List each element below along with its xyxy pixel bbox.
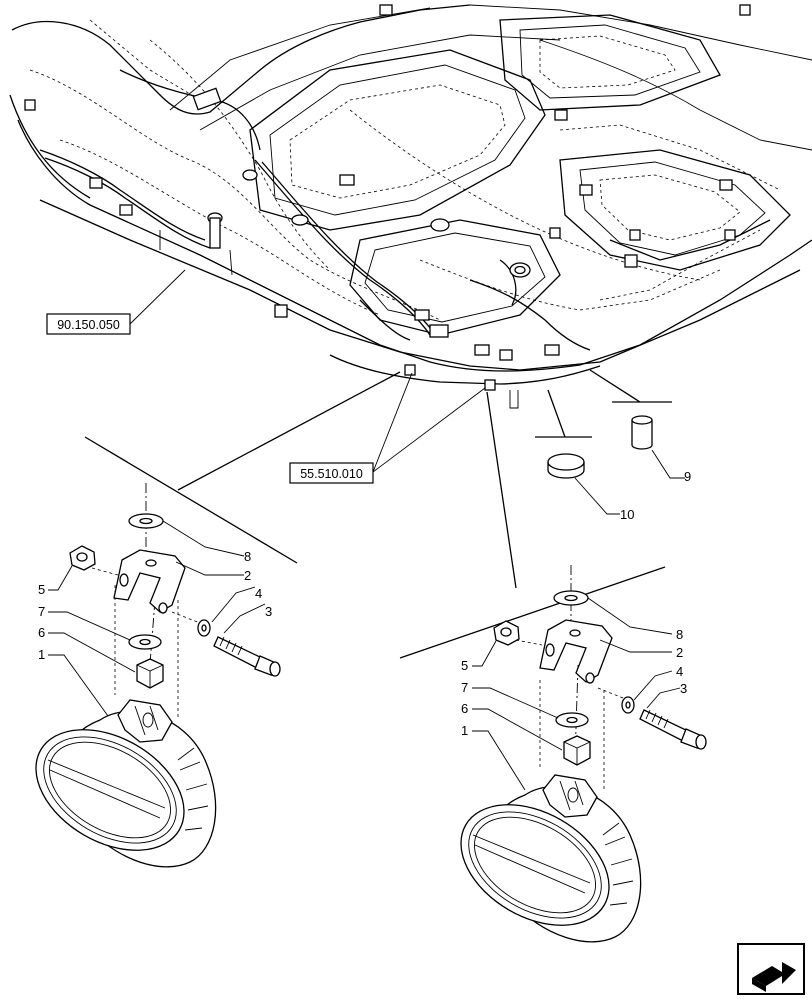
- cab-underside-frame: [9, 4, 812, 409]
- left-lamp-1: [35, 699, 217, 868]
- left-nut-6: [136, 658, 164, 689]
- left-callout-5: 5: [38, 582, 45, 597]
- leader-line: [372, 372, 486, 473]
- right-callout-4: 4: [676, 664, 683, 679]
- right-bracket-2: [539, 619, 613, 684]
- callout-10: 10: [620, 507, 634, 522]
- right-callout-6: 6: [461, 701, 468, 716]
- left-callout-3: 3: [265, 604, 272, 619]
- svg-text:55.510.010: 55.510.010: [300, 467, 363, 481]
- right-leader-lines: [472, 597, 681, 791]
- left-bracket-2: [113, 549, 186, 614]
- left-bolt-3: [213, 636, 281, 677]
- left-lamp-assembly: [35, 483, 281, 868]
- reference-55-510-010[interactable]: 55.510.010: [289, 462, 374, 484]
- right-bolt-3: [639, 709, 707, 750]
- right-nut-5: [493, 620, 520, 646]
- right-lamp-1: [460, 774, 642, 943]
- left-callout-6: 6: [38, 625, 45, 640]
- item-9-sleeve: [631, 415, 685, 479]
- left-leader-lines: [48, 520, 266, 717]
- right-callout-2: 2: [676, 645, 683, 660]
- left-washer-7: [128, 634, 162, 650]
- item-10-cap: [547, 453, 620, 515]
- right-callout-7: 7: [461, 680, 468, 695]
- right-callout-8: 8: [676, 627, 683, 642]
- right-callout-3: 3: [680, 681, 687, 696]
- right-washer-7: [555, 712, 589, 728]
- right-nut-6: [563, 735, 591, 766]
- right-lamp-assembly: [460, 565, 707, 943]
- left-washer-8: [128, 513, 164, 529]
- left-washer-4: [197, 619, 211, 637]
- leader-line: [129, 269, 186, 325]
- left-callout-1: 1: [38, 647, 45, 662]
- right-washer-8: [553, 590, 589, 606]
- left-callout-4: 4: [255, 586, 262, 601]
- next-page-arrow-icon[interactable]: [737, 943, 805, 995]
- right-callout-1: 1: [461, 723, 468, 738]
- left-callout-7: 7: [38, 604, 45, 619]
- left-callout-8: 8: [244, 549, 251, 564]
- right-callout-5: 5: [461, 658, 468, 673]
- reference-90-150-050[interactable]: 90.150.050: [46, 313, 131, 335]
- right-washer-4: [621, 696, 635, 714]
- callout-9: 9: [684, 469, 691, 484]
- detail-break-lines: [84, 369, 672, 659]
- svg-text:90.150.050: 90.150.050: [57, 318, 120, 332]
- left-nut-5: [69, 545, 96, 571]
- left-callout-2: 2: [244, 568, 251, 583]
